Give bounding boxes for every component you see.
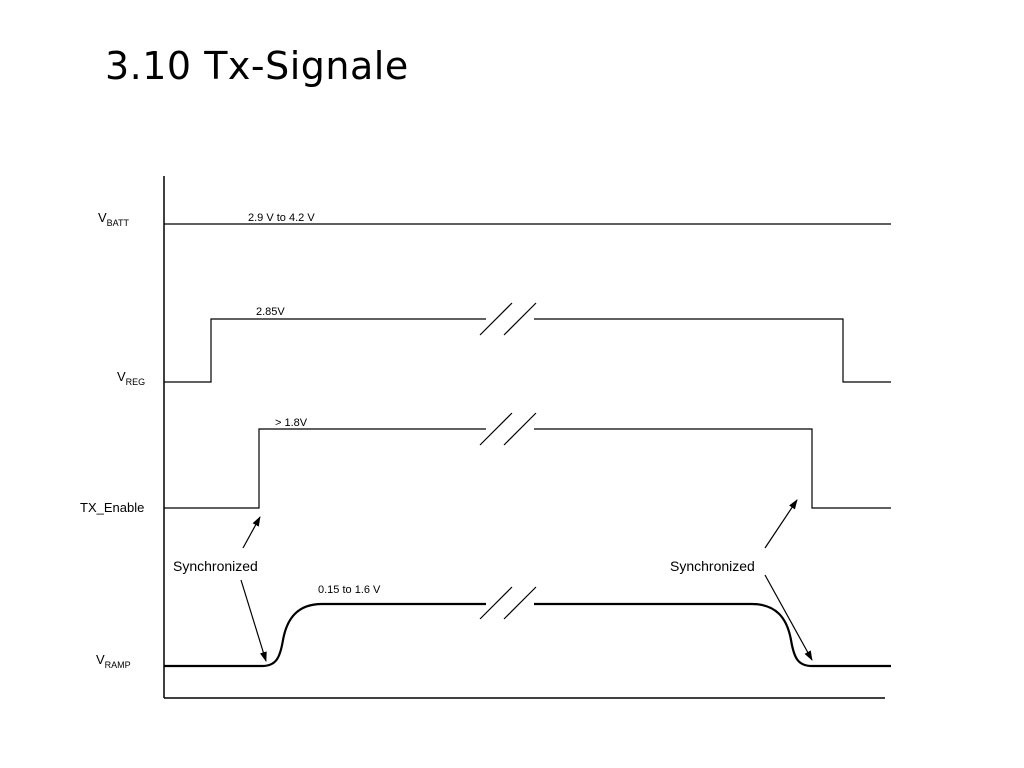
sync-right-label: Synchronized <box>670 558 755 574</box>
vramp-value-label: 0.15 to 1.6 V <box>318 584 381 596</box>
tx-enable-value-label: > 1.8V <box>275 417 308 429</box>
vreg-break-mark <box>479 302 537 336</box>
vreg-value-label: 2.85V <box>256 306 285 318</box>
vreg-break-gap <box>486 308 534 332</box>
sync-right-arrow-up <box>764 499 798 549</box>
tx-enable-waveform <box>164 428 891 509</box>
sync-left-arrow-down <box>240 579 267 662</box>
vbatt-value-label: 2.9 V to 4.2 V <box>248 212 315 224</box>
sync-left-arrow-up <box>242 516 261 549</box>
vreg-label: VREG <box>117 369 145 387</box>
sync-right-arrow-down <box>764 574 813 661</box>
vramp-break-gap <box>486 592 534 616</box>
tx-enable-label: TX_Enable <box>80 500 144 515</box>
slide-title: 3.10 Tx-Signale <box>105 44 409 88</box>
tx-enable-break-gap <box>486 418 534 442</box>
tx-enable-break-mark <box>479 412 537 446</box>
vramp-waveform <box>164 602 891 668</box>
sync-left-label: Synchronized <box>173 558 258 574</box>
vramp-label: VRAMP <box>96 652 131 670</box>
vbatt-label: VBATT <box>98 210 130 228</box>
vramp-break-mark <box>479 586 537 620</box>
